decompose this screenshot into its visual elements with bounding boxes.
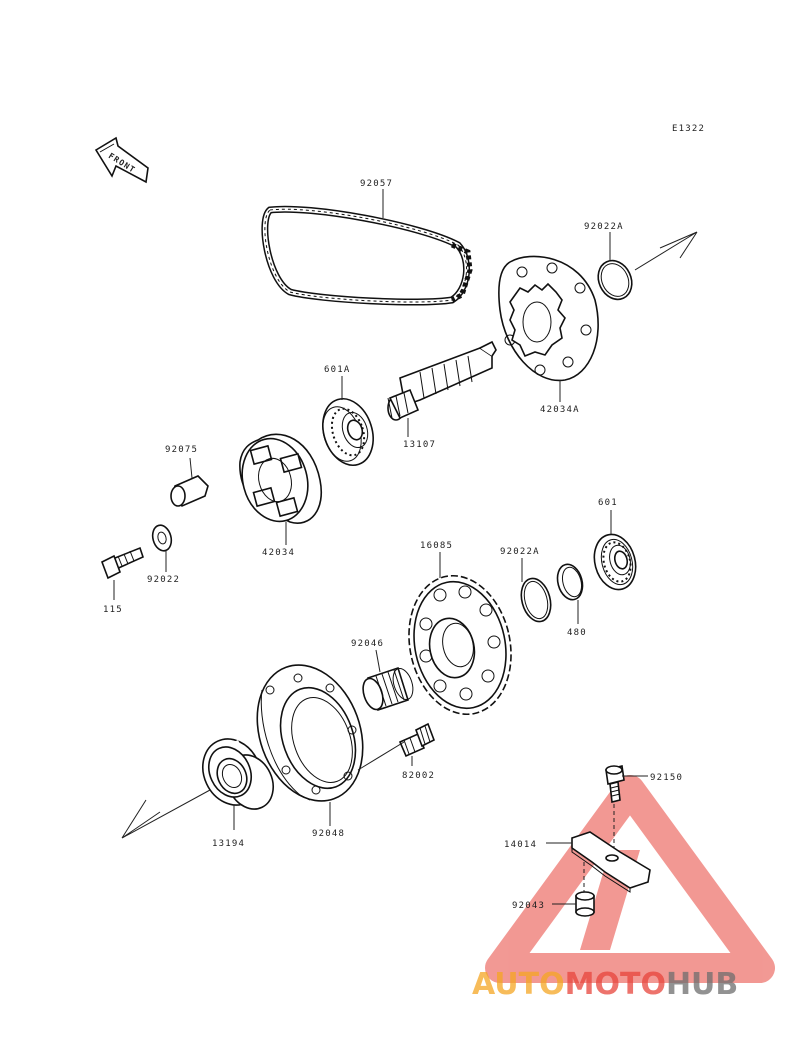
gear-16085 — [408, 574, 512, 716]
shaft-13107 — [387, 340, 497, 421]
circlip-92022a-top — [597, 259, 633, 301]
label-82002: 82002 — [402, 771, 435, 781]
gear-cover-92048 — [256, 664, 364, 802]
label-601a: 601A — [324, 365, 350, 375]
label-601: 601 — [598, 498, 618, 508]
label-480: 480 — [567, 628, 587, 638]
label-13194: 13194 — [212, 839, 245, 849]
watermark-auto: AUTO — [472, 967, 565, 1002]
ring-480 — [556, 563, 584, 601]
label-92022: 92022 — [147, 575, 180, 585]
label-13107: 13107 — [403, 440, 436, 450]
bolt-115 — [100, 546, 144, 580]
label-92057: 92057 — [360, 179, 393, 189]
belt-92057 — [261, 205, 473, 306]
bolt-92150 — [605, 765, 625, 803]
watermark-hub: HUB — [666, 967, 738, 1002]
roller-92075 — [170, 475, 209, 507]
watermark-text: AUTOMOTOHUB — [472, 967, 738, 1002]
label-115: 115 — [103, 605, 123, 615]
needle-bearing-92046 — [362, 666, 414, 712]
clutch-13194 — [202, 738, 274, 810]
label-92022a-top: 92022A — [584, 222, 624, 232]
bearing-601 — [593, 533, 637, 591]
svg-text:AUTOMOTOHUB: AUTOMOTOHUB — [472, 967, 738, 1002]
label-92043: 92043 — [512, 901, 545, 911]
diagram-code: E1322 — [672, 124, 705, 134]
label-92022a-mid: 92022A — [500, 547, 540, 557]
label-92075: 92075 — [165, 445, 198, 455]
watermark-moto: MOTO — [565, 967, 666, 1002]
front-arrow-icon: FRONT — [94, 136, 149, 184]
label-14014: 14014 — [504, 840, 537, 850]
washer-92022 — [151, 524, 173, 552]
label-92150: 92150 — [650, 773, 683, 783]
sprocket-hub-42034a — [498, 255, 599, 382]
label-42034a: 42034A — [540, 405, 580, 415]
label-16085: 16085 — [420, 541, 453, 551]
collar-92043 — [575, 891, 595, 917]
starter-clutch-42034 — [239, 433, 323, 524]
bearing-601a — [322, 398, 374, 466]
label-92046: 92046 — [351, 639, 384, 649]
label-92048: 92048 — [312, 829, 345, 839]
bracket-14014 — [571, 831, 651, 893]
circlip-92022a-mid — [520, 577, 552, 623]
label-42034: 42034 — [262, 548, 295, 558]
bolt-82002 — [398, 722, 436, 758]
